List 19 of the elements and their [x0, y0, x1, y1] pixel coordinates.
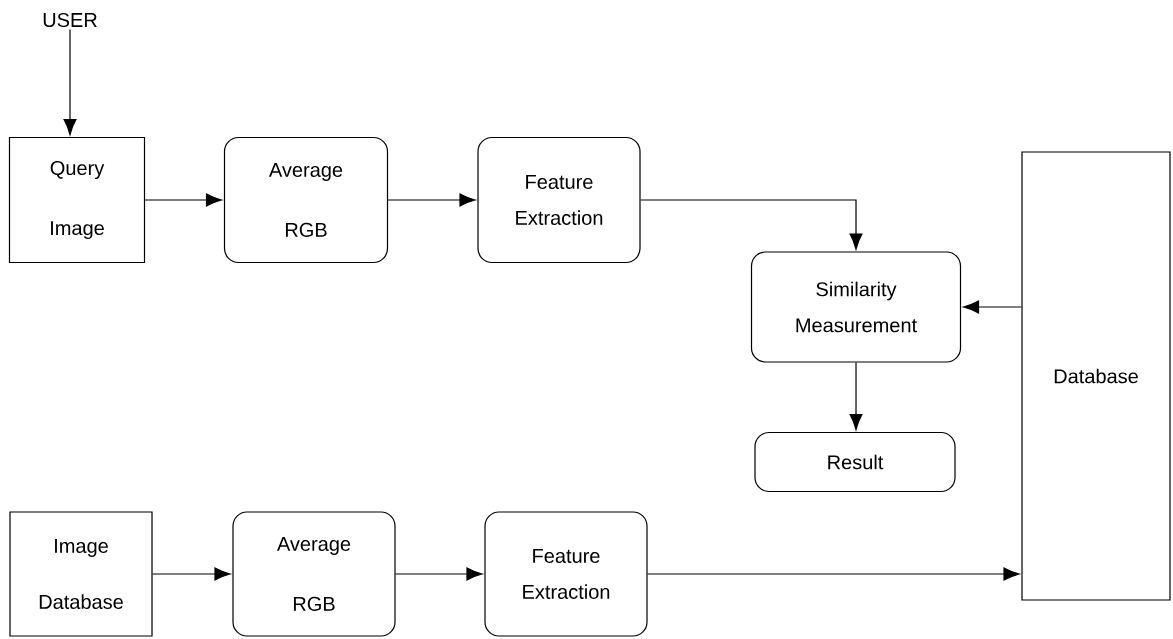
- arrow: [395, 567, 483, 581]
- input-box: Image Database: [9, 511, 153, 637]
- arrow: [849, 362, 863, 431]
- database-box: Database: [1021, 151, 1171, 601]
- input-box: Query Image: [8, 136, 146, 264]
- process-box: Feature Extraction: [477, 136, 641, 264]
- arrow: [144, 193, 223, 207]
- arrow: [152, 567, 231, 581]
- arrow: [962, 300, 1022, 314]
- process-box: Average RGB: [223, 136, 389, 264]
- arrow: [640, 199, 863, 250]
- process-box: Feature Extraction: [484, 511, 648, 637]
- user-label: USER: [43, 12, 97, 28]
- arrow: [387, 193, 476, 207]
- arrow: [647, 567, 1020, 581]
- process-box: Similarity Measurement: [750, 251, 962, 363]
- arrow: [63, 28, 77, 136]
- process-box: Average RGB: [232, 511, 396, 637]
- output-box: Result: [754, 431, 956, 493]
